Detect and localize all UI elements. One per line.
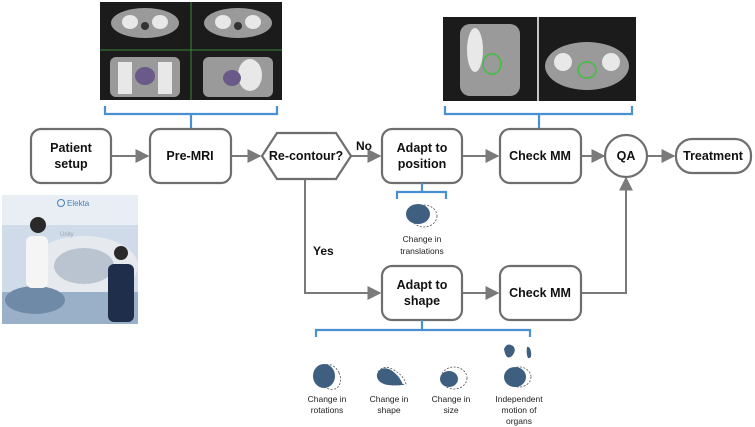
node-treatment: Treatment bbox=[674, 137, 753, 175]
elekta-brand-text: Elekta bbox=[67, 199, 90, 208]
size-caption-2: size bbox=[443, 405, 458, 415]
independent-caption-3: organs bbox=[506, 416, 532, 426]
size-caption-1: Change in bbox=[432, 394, 471, 404]
elekta-unity-photo: Elekta Unity bbox=[2, 195, 138, 324]
shape-changes-bracket bbox=[314, 320, 532, 337]
size-change-icon bbox=[440, 366, 468, 390]
treatment-label: Treatment bbox=[683, 149, 744, 163]
independent-caption-1: Independent bbox=[495, 394, 543, 404]
shape-caption-1: Change in bbox=[370, 394, 409, 404]
staff-uniform-right bbox=[108, 264, 134, 322]
adapt-shape-label-2: shape bbox=[404, 294, 440, 308]
node-qa: QA bbox=[603, 133, 649, 179]
mri-axial-contours bbox=[545, 42, 629, 90]
adapt-position-label-2: position bbox=[398, 157, 447, 171]
node-adapt-position: Adapt to position bbox=[380, 127, 464, 185]
rotations-caption-1: Change in bbox=[308, 394, 347, 404]
node-check-mm-bottom: Check MM bbox=[498, 264, 583, 322]
check-mm-images bbox=[443, 17, 636, 101]
mri-axial-image-1 bbox=[111, 8, 179, 38]
node-check-mm-top: Check MM bbox=[498, 127, 583, 185]
qa-label: QA bbox=[617, 149, 636, 163]
mri-coronal-image bbox=[110, 57, 180, 97]
recontour-label: Re-contour? bbox=[269, 149, 343, 163]
rotation-shape-icon bbox=[313, 364, 341, 390]
edge-label-no: No bbox=[356, 139, 372, 153]
node-recontour-decision: Re-contour? bbox=[260, 131, 353, 181]
pre-mri-images bbox=[100, 2, 282, 100]
node-patient-setup: Patient setup bbox=[29, 127, 113, 185]
adapt-shape-label-1: Adapt to bbox=[397, 278, 448, 292]
shape-change-icon bbox=[376, 367, 407, 386]
mri-axial-image-2 bbox=[204, 8, 272, 38]
translation-shape-icon bbox=[406, 204, 438, 228]
mri-sagittal-image bbox=[203, 57, 273, 97]
unity-machine-text: Unity bbox=[60, 232, 74, 238]
flow-arrows bbox=[111, 149, 676, 300]
check-mm-bracket bbox=[443, 106, 634, 128]
patient-setup-label-2: setup bbox=[54, 157, 88, 171]
patient-setup-label-1: Patient bbox=[50, 141, 93, 155]
pre-mri-bracket bbox=[103, 106, 279, 128]
edge-label-yes: Yes bbox=[313, 244, 334, 258]
independent-motion-icon bbox=[504, 344, 532, 388]
translations-caption-1: Change in bbox=[403, 234, 442, 244]
staff-head-right bbox=[114, 246, 128, 260]
pre-mri-label: Pre-MRI bbox=[166, 149, 213, 163]
translations-caption-2: translations bbox=[400, 246, 443, 256]
check-mm-top-label: Check MM bbox=[509, 149, 571, 163]
adapt-position-label-1: Adapt to bbox=[397, 141, 448, 155]
shape-caption-2: shape bbox=[377, 405, 400, 415]
staff-coat-left bbox=[26, 236, 48, 288]
check-mm-bottom-label: Check MM bbox=[509, 286, 571, 300]
node-adapt-shape: Adapt to shape bbox=[380, 264, 464, 322]
translations-bracket bbox=[395, 183, 448, 199]
mri-sagittal-contours bbox=[460, 24, 520, 96]
staff-head-left bbox=[30, 217, 46, 233]
node-pre-mri: Pre-MRI bbox=[148, 127, 233, 185]
independent-caption-2: motion of bbox=[502, 405, 538, 415]
elekta-logo-icon bbox=[57, 199, 65, 207]
rotations-caption-2: rotations bbox=[311, 405, 344, 415]
